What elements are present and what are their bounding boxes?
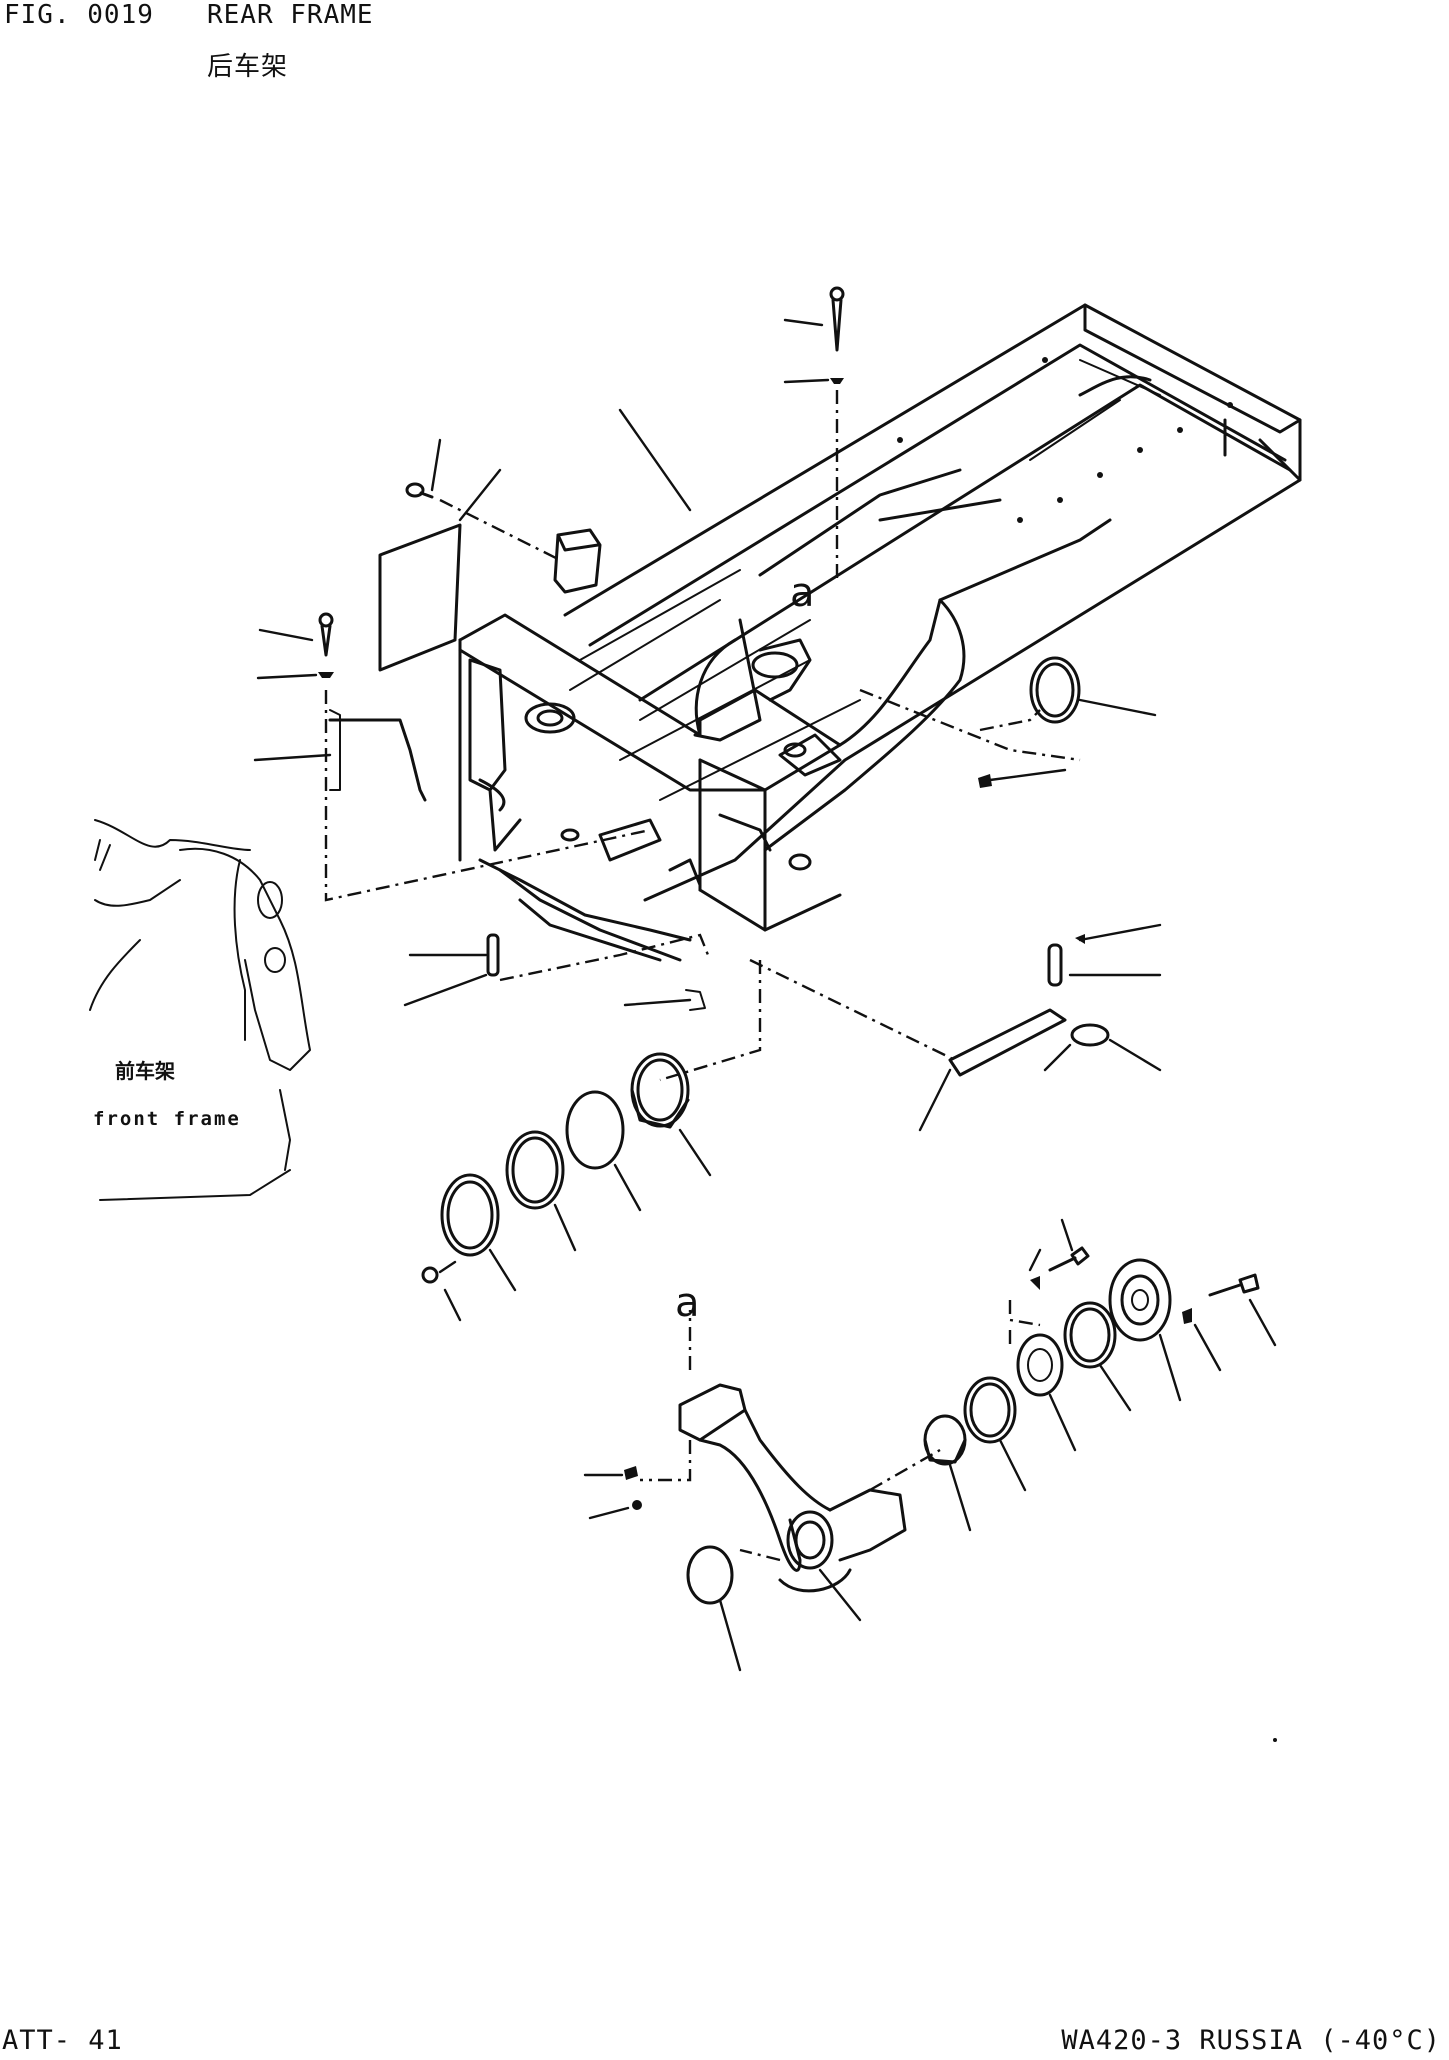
right-pin-assembly (749, 688, 1162, 1132)
pivot-bracket (640, 1310, 941, 1622)
page-number: ATT- 41 (2, 2025, 123, 2056)
figure-title: REAR FRAME (207, 0, 374, 30)
callout-label-a-upper: a (790, 570, 815, 616)
model-designation: WA420-3 RUSSIA (-40°C) (1061, 2025, 1441, 2056)
rear-frame-body (458, 303, 1302, 962)
side-plate (378, 523, 462, 672)
bushing-ring-stack (421, 960, 762, 1322)
pivot-bolt-set (583, 1466, 642, 1520)
front-frame-label-chinese: 前车架 (115, 1059, 175, 1083)
callout-label-a-lower: a (675, 1280, 700, 1326)
top-bolt-assembly (783, 286, 845, 580)
left-bolt-assembly (253, 612, 651, 902)
eye-bolt (405, 438, 561, 562)
figure-title-chinese: 后车架 (207, 52, 289, 82)
bracket-rod (328, 718, 427, 802)
front-frame-label: front frame (93, 1108, 241, 1130)
front-frame-outline (89, 819, 311, 1201)
lower-left-ring (686, 1545, 742, 1672)
lower-pin-assembly (403, 933, 712, 1011)
end-cap-stack (923, 1218, 1277, 1532)
leader-frame-rail (618, 408, 692, 512)
figure-number: FIG. 0019 (4, 0, 154, 30)
stray-dot (1273, 1738, 1277, 1742)
right-seal-ring (979, 656, 1157, 732)
